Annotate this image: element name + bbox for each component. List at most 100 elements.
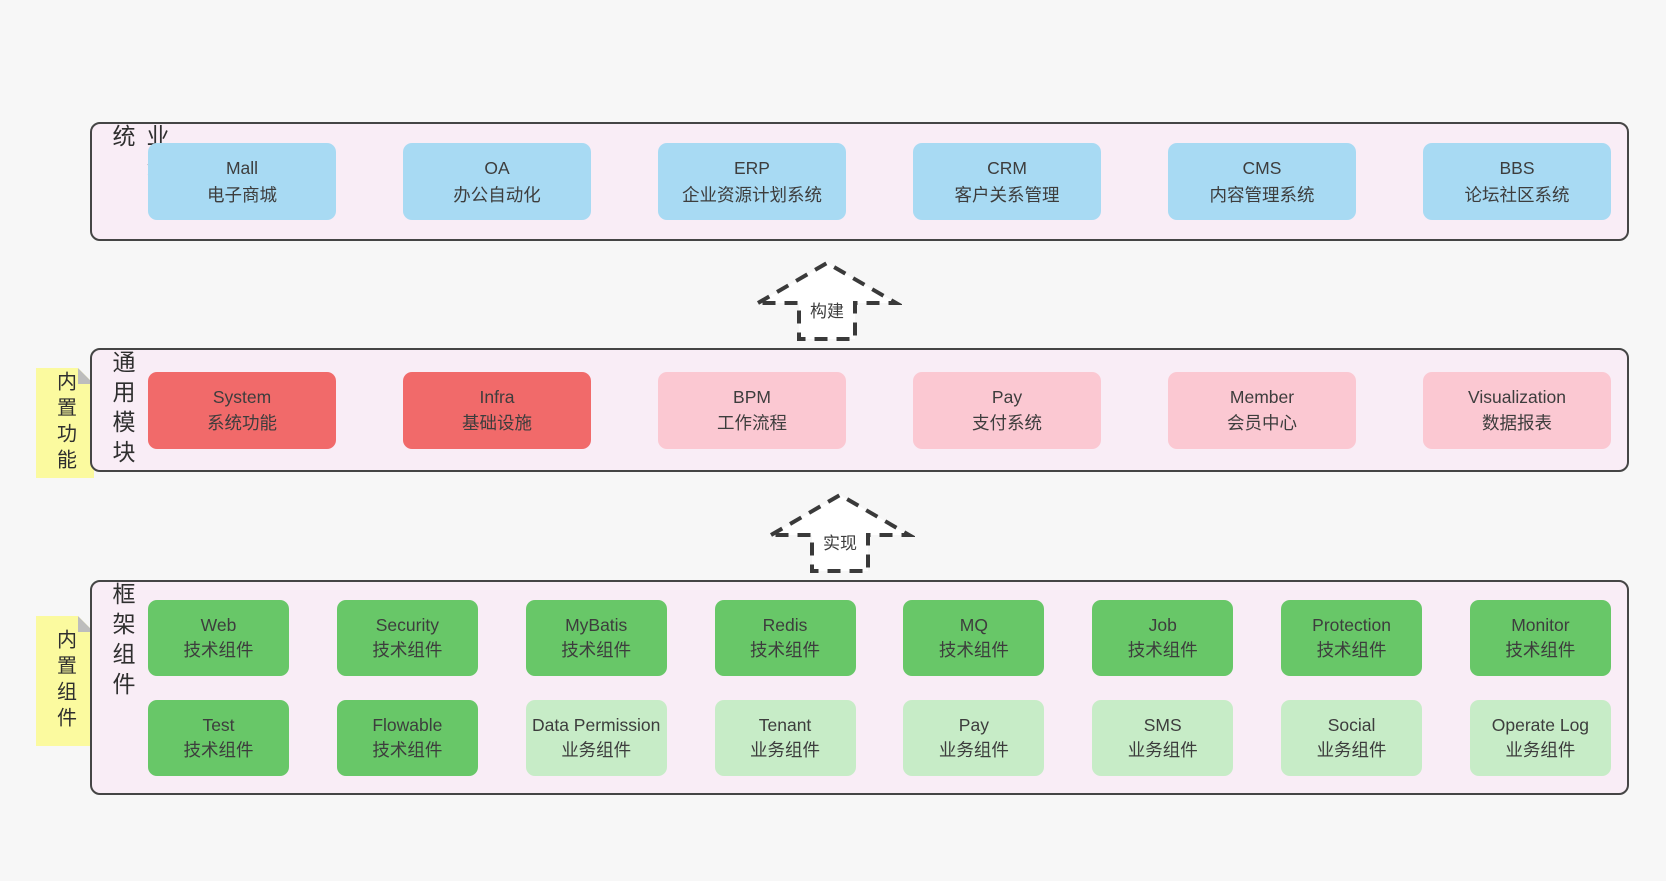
business-systems-layer: 业务系统 Mall 电子商城 OA 办公自动化 ERP 企业资源计划系统 CRM…: [90, 122, 1629, 241]
box-title: CMS: [1242, 158, 1282, 179]
build-arrow-label: 构建: [807, 297, 847, 322]
business-boxes: Mall 电子商城 OA 办公自动化 ERP 企业资源计划系统 CRM 客户关系…: [148, 124, 1611, 239]
module-boxes: System 系统功能 Infra 基础设施 BPM 工作流程 Pay 支付系统…: [148, 350, 1611, 470]
box-subtitle: 技术组件: [372, 639, 443, 660]
box-title: Redis: [762, 615, 808, 635]
framework-components-layer: 框架组件 Web 技术组件 Security 技术组件 MyBatis 技术组件…: [90, 580, 1629, 795]
box-title: MQ: [959, 615, 988, 635]
box-title: Visualization: [1468, 386, 1566, 407]
box-title: Mall: [225, 158, 259, 179]
box-infra: Infra 基础设施: [403, 371, 591, 449]
box-subtitle: 工作流程: [717, 413, 787, 433]
components-layer-label: 框架组件: [109, 582, 135, 702]
box-oa: OA 办公自动化: [403, 143, 591, 220]
sticky-note-built-in-features: 内置功能: [36, 368, 94, 478]
box-subtitle: 业务组件: [750, 739, 821, 760]
box-pay-component: Pay 业务组件: [903, 699, 1045, 776]
box-subtitle: 业务组件: [1505, 739, 1576, 760]
box-subtitle: 业务组件: [1316, 739, 1387, 760]
box-data-permission: Data Permission 业务组件: [525, 699, 667, 776]
box-title: BPM: [733, 386, 771, 407]
box-pay-system: Pay 支付系统: [913, 371, 1101, 449]
box-operate-log: Operate Log 业务组件: [1469, 699, 1611, 776]
box-title: Tenant: [758, 715, 812, 735]
box-test: Test 技术组件: [148, 699, 289, 776]
box-subtitle: 技术组件: [561, 639, 632, 660]
box-subtitle: 技术组件: [372, 739, 443, 760]
sticky-label: 内置功能: [53, 371, 76, 475]
box-subtitle: 系统功能: [207, 413, 277, 433]
box-member: Member 会员中心: [1168, 371, 1356, 449]
box-subtitle: 技术组件: [938, 639, 1009, 660]
box-title: SMS: [1143, 715, 1182, 735]
box-subtitle: 企业资源计划系统: [682, 184, 822, 205]
sticky-label: 内置组件: [53, 629, 76, 733]
box-visualization: Visualization 数据报表: [1423, 371, 1611, 449]
modules-layer-label: 通用模块: [109, 350, 135, 470]
sticky-note-built-in-components: 内置组件: [36, 616, 94, 746]
component-rows: Web 技术组件 Security 技术组件 MyBatis 技术组件 Redi…: [148, 582, 1611, 793]
box-mybatis: MyBatis 技术组件: [525, 599, 667, 676]
box-social: Social 业务组件: [1281, 699, 1423, 776]
box-system: System 系统功能: [148, 371, 336, 449]
box-crm: CRM 客户关系管理: [913, 143, 1101, 220]
box-mq: MQ 技术组件: [903, 599, 1045, 676]
box-subtitle: 数据报表: [1482, 413, 1552, 433]
box-subtitle: 技术组件: [1127, 639, 1198, 660]
box-title: Pay: [958, 715, 989, 735]
box-title: BBS: [1499, 158, 1535, 179]
box-subtitle: 电子商城: [207, 184, 277, 205]
box-title: Monitor: [1511, 615, 1570, 635]
box-title: MyBatis: [565, 615, 628, 635]
box-title: Social: [1327, 715, 1376, 735]
box-title: Flowable: [372, 715, 443, 735]
box-flowable: Flowable 技术组件: [336, 699, 478, 776]
box-subtitle: 技术组件: [1505, 639, 1576, 660]
box-title: ERP: [734, 158, 770, 179]
box-web: Web 技术组件: [148, 599, 289, 676]
box-title: Member: [1229, 386, 1295, 407]
component-row-1: Web 技术组件 Security 技术组件 MyBatis 技术组件 Redi…: [148, 599, 1611, 676]
box-sms: SMS 业务组件: [1092, 699, 1234, 776]
box-title: OA: [484, 158, 510, 179]
build-arrow: 构建: [752, 255, 902, 343]
box-subtitle: 会员中心: [1227, 413, 1297, 433]
box-erp: ERP 企业资源计划系统: [658, 143, 846, 220]
box-title: Protection: [1312, 615, 1391, 635]
box-subtitle: 基础设施: [462, 413, 532, 433]
implement-arrow: 实现: [765, 487, 915, 575]
box-title: CRM: [987, 158, 1027, 179]
component-row-2: Test 技术组件 Flowable 技术组件 Data Permission …: [148, 699, 1611, 776]
box-security: Security 技术组件: [336, 599, 478, 676]
box-mall: Mall 电子商城: [148, 143, 336, 220]
box-job: Job 技术组件: [1092, 599, 1234, 676]
box-subtitle: 支付系统: [972, 413, 1042, 433]
box-redis: Redis 技术组件: [714, 599, 856, 676]
box-title: Infra: [479, 386, 515, 407]
box-title: Security: [375, 615, 439, 635]
implement-arrow-label: 实现: [820, 529, 860, 554]
box-bbs: BBS 论坛社区系统: [1423, 143, 1611, 220]
box-monitor: Monitor 技术组件: [1469, 599, 1611, 676]
box-subtitle: 客户关系管理: [954, 184, 1060, 205]
box-title: Operate Log: [1491, 715, 1590, 735]
box-tenant: Tenant 业务组件: [714, 699, 856, 776]
box-title: Job: [1148, 615, 1177, 635]
box-title: Pay: [991, 386, 1023, 407]
box-cms: CMS 内容管理系统: [1168, 143, 1356, 220]
box-subtitle: 技术组件: [183, 739, 254, 760]
box-subtitle: 技术组件: [183, 639, 254, 660]
box-subtitle: 办公自动化: [453, 184, 541, 205]
box-subtitle: 业务组件: [561, 739, 632, 760]
common-modules-layer: 通用模块 System 系统功能 Infra 基础设施 BPM 工作流程 Pay…: [90, 348, 1629, 472]
box-subtitle: 业务组件: [1127, 739, 1198, 760]
box-title: Data Permission: [531, 715, 661, 735]
box-title: Test: [202, 715, 235, 735]
box-title: Web: [200, 615, 237, 635]
box-subtitle: 技术组件: [750, 639, 821, 660]
box-bpm: BPM 工作流程: [658, 371, 846, 449]
box-subtitle: 业务组件: [938, 739, 1009, 760]
box-title: System: [212, 386, 272, 407]
box-subtitle: 论坛社区系统: [1464, 184, 1570, 205]
